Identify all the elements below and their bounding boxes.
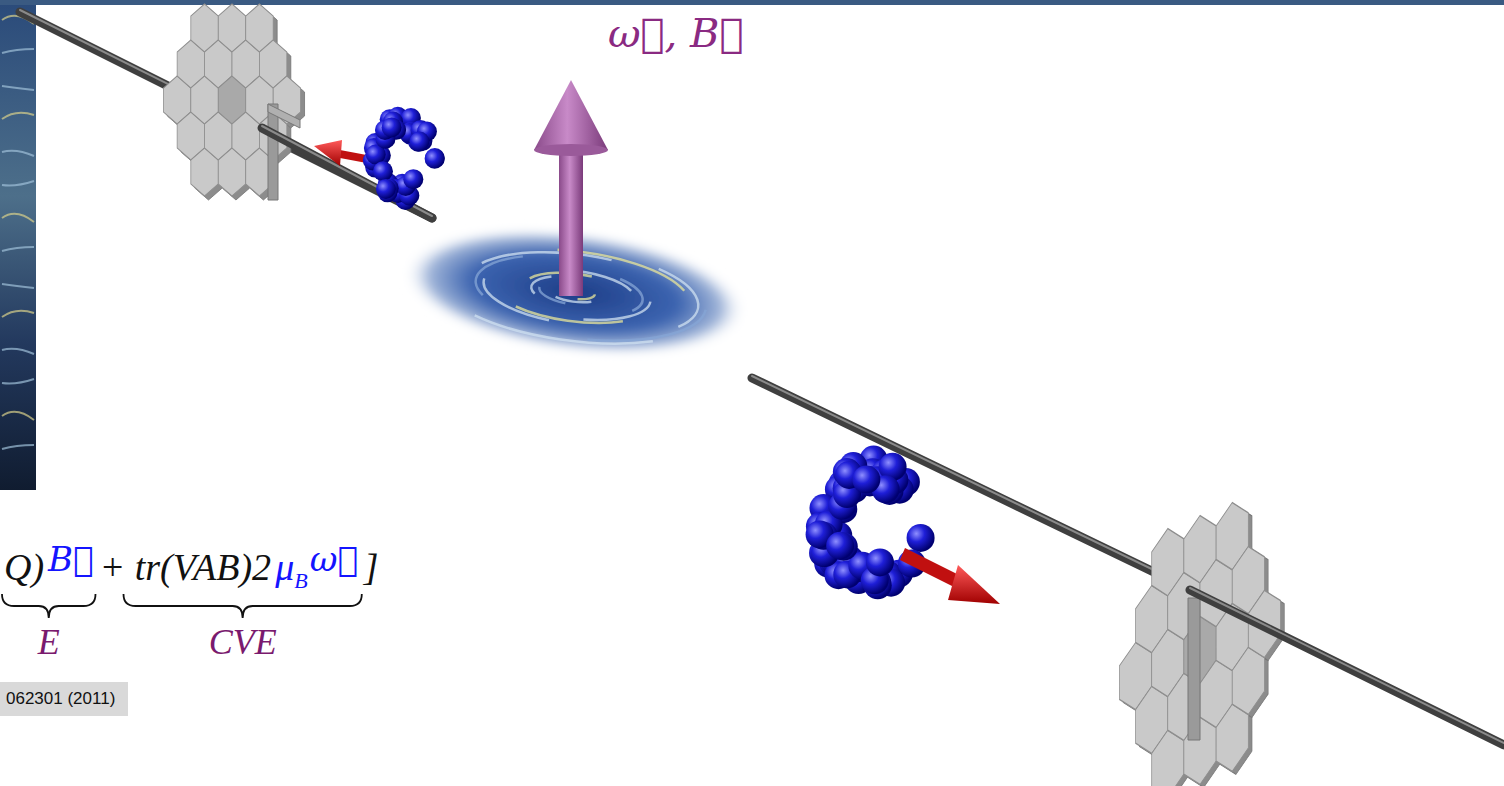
paint-stroke [2,113,34,119]
nucleon [425,149,445,169]
formula-term: Q) [4,546,44,590]
formula-vector: B⃗ [48,540,93,579]
paint-stroke [2,284,34,288]
brace-label: CVE [209,622,277,663]
vector-label: ω⃗, B⃗ [608,10,743,56]
left-detector [163,4,304,200]
background-strip [0,0,36,490]
field-arrow [534,80,608,296]
detector-support [268,104,278,200]
arrow-head [948,565,1000,604]
paint-stroke [2,86,34,90]
arrow-head [534,80,608,150]
beam-highlight [752,376,1160,573]
momentum-arrow [900,548,1000,604]
paint-stroke [2,151,34,156]
swirl-stroke [652,269,702,329]
swirl-stroke [482,243,612,279]
right-nucleus [806,446,935,600]
nucleon [376,179,396,199]
arrow-head [314,140,342,166]
beam-highlight [1190,588,1504,743]
paint-stroke [2,445,34,449]
swirl-stroke [587,296,705,354]
underbrace [2,594,96,618]
right-detector [1119,482,1284,786]
paint-stroke [2,247,34,251]
underbrace [124,594,362,618]
nucleon [373,161,393,181]
brace-label: E [38,622,60,663]
detector-support [1188,598,1200,740]
underbraces [2,594,362,618]
formula-subscript: B [294,568,307,593]
background-texture [2,16,34,449]
arrow-shaft [559,148,583,296]
arrow-base [534,144,608,156]
paint-stroke [2,214,34,222]
nucleon [409,132,429,152]
nucleon [866,548,894,576]
paint-stroke [2,49,34,53]
formula-symbol: μ [275,546,294,590]
formula-term: + tr(VAB)2 [100,546,272,590]
nucleon [382,117,402,137]
formula-vector: ω⃗ [310,540,358,579]
formula-term: ] [364,546,379,590]
nucleon [852,465,880,493]
paint-stroke [2,181,34,186]
nucleon [425,148,445,168]
nucleon [403,169,423,189]
paint-stroke [2,349,34,354]
beam-axis [1190,588,1504,745]
nucleon [826,532,854,560]
beam-line [752,378,1160,575]
beam-axis [752,376,1160,575]
swirl-stroke [616,279,644,312]
paint-stroke [2,311,34,317]
reference-text: 062301 (2011) [6,689,116,709]
reference-box: 062301 (2011) [0,682,128,716]
nucleon [907,524,935,552]
swirl-stroke [480,278,553,320]
paint-stroke [2,412,34,420]
left-nucleus [363,107,445,210]
background-strip [0,0,1504,5]
swirl-stroke [473,315,653,350]
paint-stroke [2,379,34,384]
detector-support [268,104,300,128]
beam-line [1190,590,1504,745]
